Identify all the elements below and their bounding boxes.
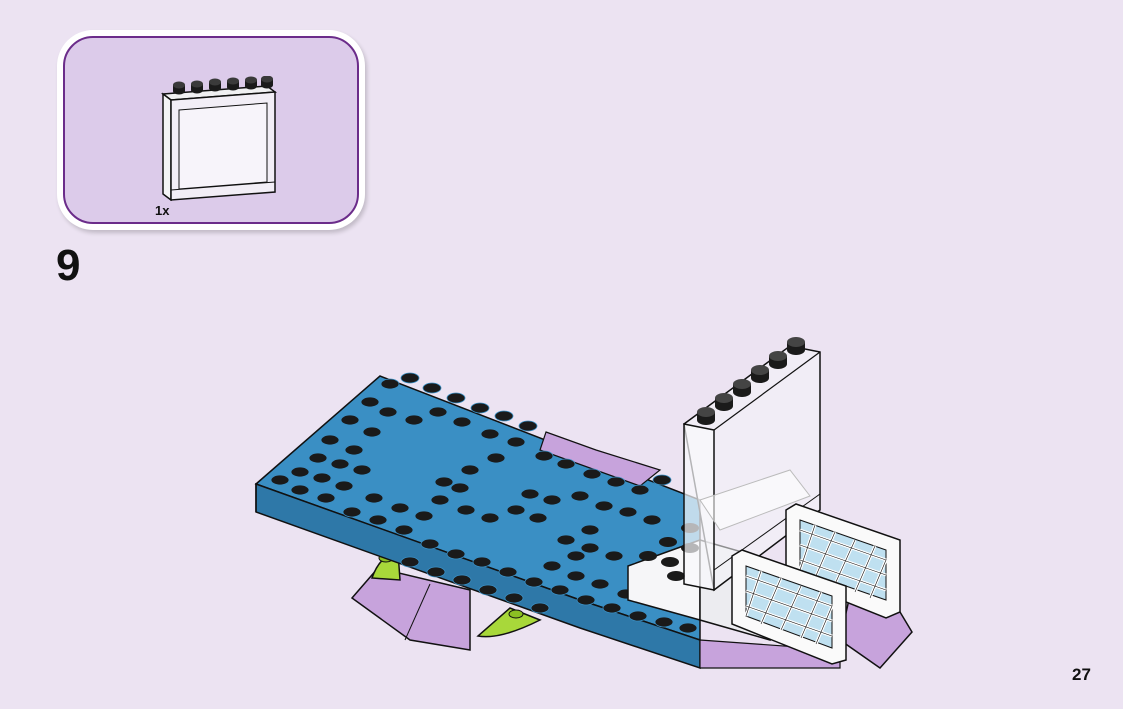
part-studs (173, 76, 273, 95)
lattice-fence-back (785, 503, 901, 619)
parts-callout: 1x (57, 30, 365, 230)
page-number: 27 (1072, 665, 1091, 684)
blue-baseplate (254, 375, 841, 670)
window-panel-part-icon (160, 76, 278, 201)
baseplate-studs (270, 372, 698, 634)
step-number: 9 (56, 241, 81, 290)
lime-tile-right (476, 607, 542, 638)
part-quantity: 1x (155, 203, 170, 218)
lattice-fence-front (731, 549, 847, 665)
parts-callout-frame: 1x (63, 36, 359, 224)
